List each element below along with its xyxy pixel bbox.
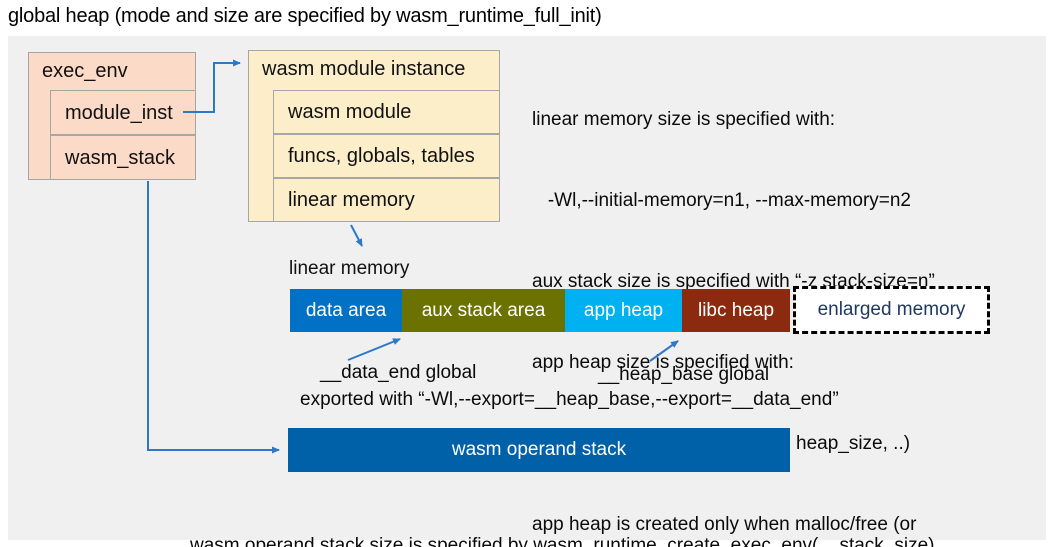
segment-app-heap: app heap [565, 289, 682, 332]
segment-data-area: data area [290, 289, 402, 332]
wasm-operand-stack-box: wasm operand stack [288, 428, 790, 472]
data-end-global-label: __data_end global [320, 362, 477, 383]
linear-memory-label: linear memory [289, 258, 410, 279]
segment-libc-heap: libc heap [682, 289, 790, 332]
module-instance-header: wasm module instance [262, 58, 466, 80]
export-flags-label: exported with “-Wl,--export=__heap_base,… [300, 389, 839, 410]
note-line: linear memory size is specified with: [532, 109, 836, 130]
exec-env-row-wasm-stack: wasm_stack [50, 135, 196, 180]
operand-stack-footnote: wasm operand stack size is specified by … [190, 478, 935, 547]
memory-size-notes: linear memory size is specified with: -W… [532, 52, 1037, 547]
module-instance-row-linear-memory: linear memory [273, 178, 500, 222]
exec-env-header: exec_env [42, 60, 128, 82]
note-line: app heap is created only when malloc/fre… [532, 514, 917, 535]
note-line: app heap size is specified with: [532, 352, 794, 373]
segment-aux-stack-area: aux stack area [402, 289, 565, 332]
module-instance-row-wasm-module: wasm module [273, 90, 500, 134]
page-title: global heap (mode and size are specified… [8, 5, 602, 27]
segment-enlarged-memory: enlarged memory [793, 286, 990, 334]
exec-env-row-module-inst: module_inst [50, 90, 196, 135]
module-instance-row-funcs-globals-tables: funcs, globals, tables [273, 134, 500, 178]
footnote-line: wasm operand stack size is specified by … [190, 535, 935, 547]
heap-base-global-label: __heap_base global [598, 364, 770, 385]
note-line: -Wl,--initial-memory=n1, --max-memory=n2 [532, 190, 911, 211]
